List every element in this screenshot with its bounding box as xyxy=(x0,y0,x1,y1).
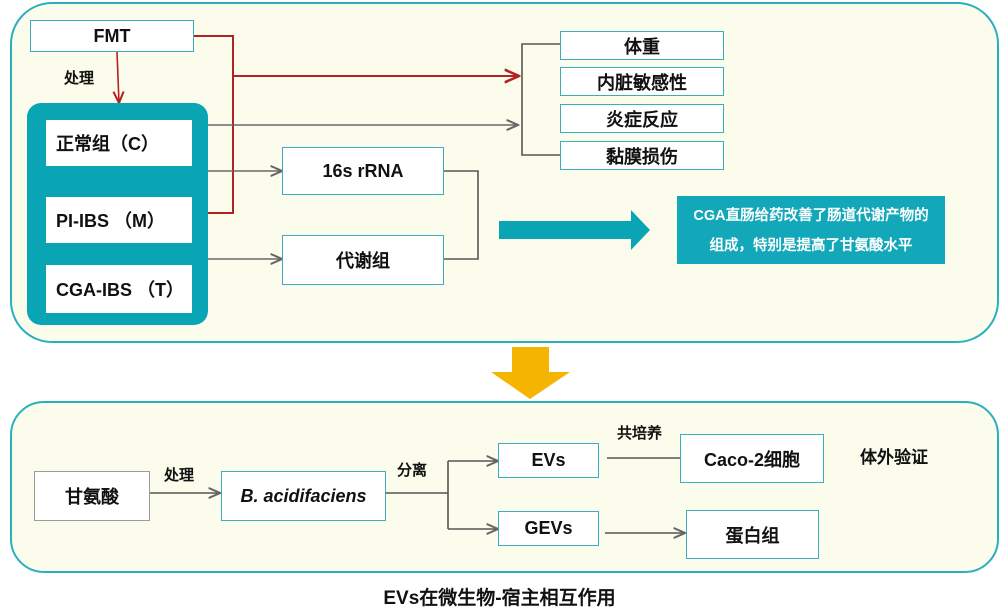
down-arrow xyxy=(491,347,570,399)
bacterium-box: B. acidifaciens xyxy=(221,471,386,521)
analysis-metabolome: 代谢组 xyxy=(282,235,444,285)
glycine-box: 甘氨酸 xyxy=(34,471,150,521)
isolate-label: 分离 xyxy=(397,462,428,479)
outcome-bracket xyxy=(521,43,560,156)
coculture-label: 共培养 xyxy=(617,425,663,442)
analysis-16s-rrna: 16s rRNA xyxy=(282,147,444,195)
group-container: 正常组（C） PI-IBS （M） CGA-IBS （T） xyxy=(27,103,208,325)
outcome-visceral-sensitivity: 内脏敏感性 xyxy=(560,67,724,96)
group-normal: 正常组（C） xyxy=(46,120,192,166)
group-pi-ibs: PI-IBS （M） xyxy=(46,197,192,243)
outcome-weight: 体重 xyxy=(560,31,724,60)
fmt-box: FMT xyxy=(30,20,194,52)
analysis-bracket xyxy=(444,170,479,260)
invitro-label: 体外验证 xyxy=(860,448,928,467)
treat-label-bottom: 处理 xyxy=(164,467,195,484)
caco2-box: Caco-2细胞 xyxy=(680,434,824,483)
conclusion-box: CGA直肠给药改善了肠道代谢产物的组成，特别是提高了甘氨酸水平 xyxy=(677,196,945,264)
big-teal-arrow xyxy=(499,210,650,250)
fmt-to-groups-arrow xyxy=(117,51,119,103)
outcome-mucosal-injury: 黏膜损伤 xyxy=(560,141,724,170)
group-cga-ibs: CGA-IBS （T） xyxy=(46,265,192,313)
gevs-box: GEVs xyxy=(498,511,599,546)
treat-label-top: 处理 xyxy=(64,70,95,87)
proteome-box: 蛋白组 xyxy=(686,510,819,559)
figure-caption: EVs在微生物-宿主相互作用 xyxy=(383,588,616,609)
outcome-inflammation: 炎症反应 xyxy=(560,104,724,133)
evs-box: EVs xyxy=(498,443,599,478)
